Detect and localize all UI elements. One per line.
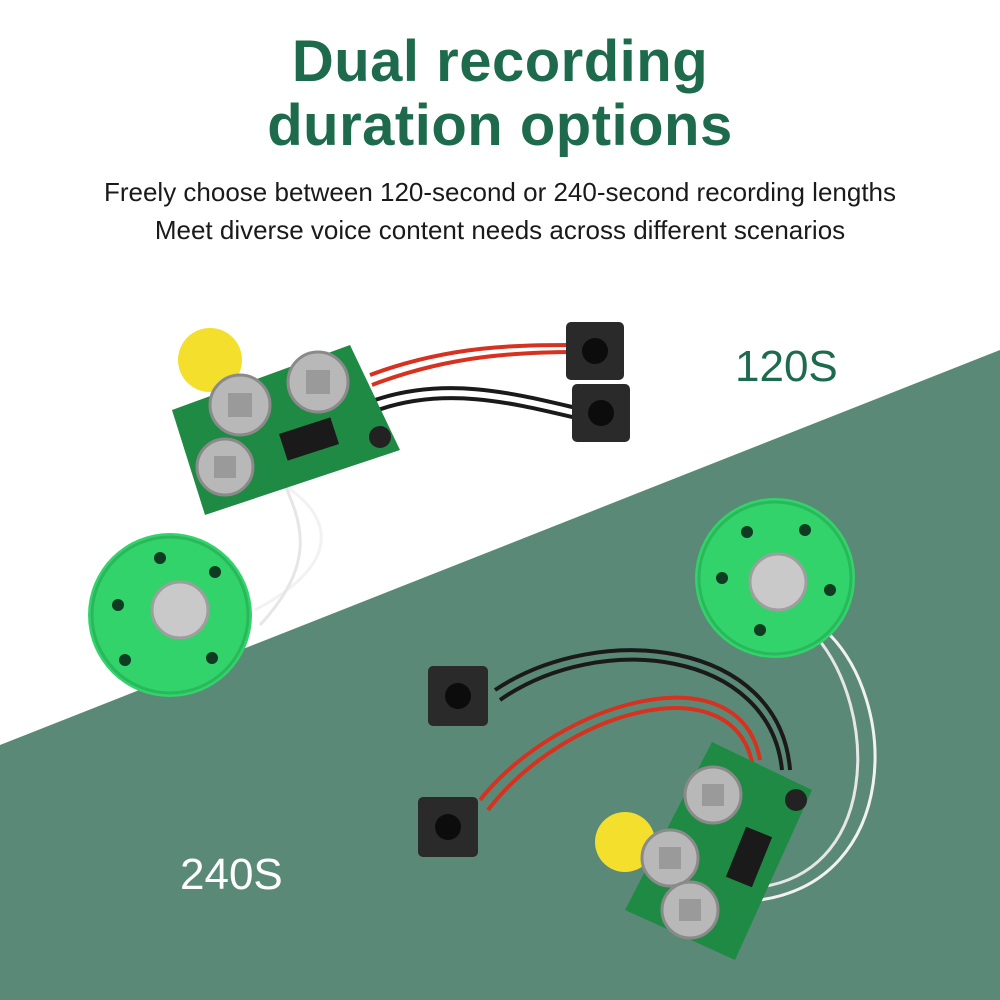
battery-icon bbox=[195, 437, 255, 497]
heading-line-2: duration options bbox=[267, 93, 733, 158]
module-120s bbox=[88, 322, 630, 697]
label-120s: 120S bbox=[735, 342, 838, 391]
subtitle-line-1: Freely choose between 120-second or 240-… bbox=[103, 177, 897, 207]
push-button-icon bbox=[418, 797, 478, 857]
label-240s: 240S bbox=[180, 850, 283, 899]
speaker-icon bbox=[88, 533, 252, 697]
yellow-button-cap bbox=[178, 328, 242, 392]
heading-line-1: Dual recording bbox=[291, 29, 709, 94]
battery-icon bbox=[208, 373, 272, 437]
subtitle-line-2: Meet diverse voice content needs across … bbox=[154, 215, 846, 245]
yellow-button-cap bbox=[595, 812, 655, 872]
battery-icon bbox=[660, 880, 720, 940]
push-button-icon bbox=[572, 384, 630, 442]
push-button-icon bbox=[428, 666, 488, 726]
module-240s bbox=[418, 498, 877, 960]
battery-icon bbox=[640, 828, 700, 888]
battery-icon bbox=[683, 765, 743, 825]
speaker-icon bbox=[695, 498, 855, 658]
push-button-icon bbox=[566, 322, 624, 380]
battery-icon bbox=[286, 350, 350, 414]
